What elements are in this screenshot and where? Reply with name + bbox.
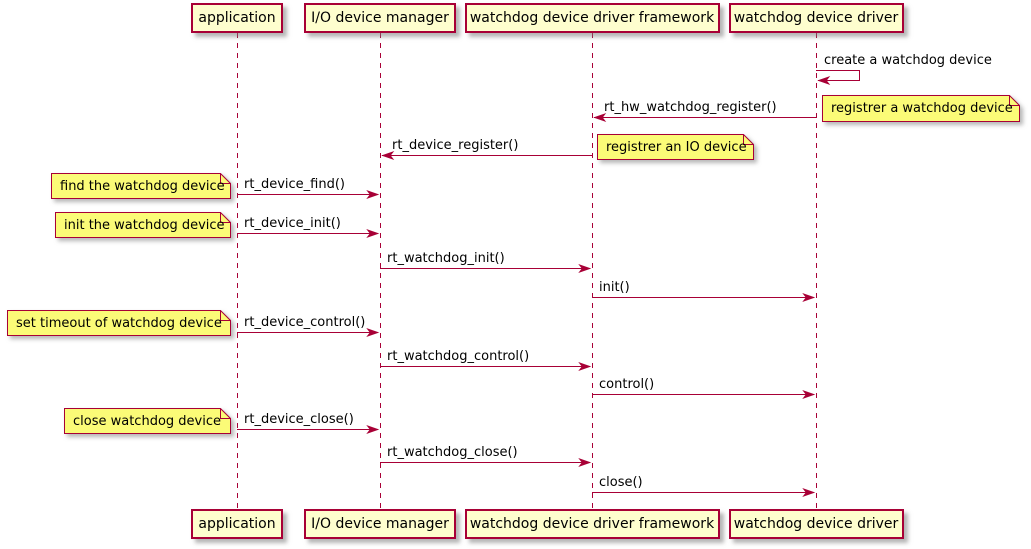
participant-bottom-i-o-device-manager: I/O device manager [304,509,456,539]
message-label: init() [599,280,630,295]
arrowhead-icon [366,190,380,199]
note-text: find the watchdog device [60,178,225,194]
participant-top-i-o-device-manager: I/O device manager [304,3,456,33]
note-text: registrer a watchdog device [831,101,1013,116]
note-text: registrer an IO device [606,139,747,155]
message-label: rt_watchdog_close() [387,445,518,460]
note-text: close watchdog device [73,413,221,429]
message-label: control() [599,377,655,392]
message-label: rt_device_control() [244,315,366,330]
lifeline-watchdog-device-driver [815,33,817,510]
arrowhead-icon [593,113,607,122]
lifeline-watchdog-device-driver-framework [591,33,593,510]
message-line [592,492,814,493]
participant-top-watchdog-device-driver-framework: watchdog device driver framework [464,3,720,33]
participant-bottom-watchdog-device-driver-framework: watchdog device driver framework [464,509,720,539]
arrowhead-icon [366,328,380,337]
lifeline-application [236,33,238,510]
message-line [592,394,814,395]
message-label: create a watchdog device [824,53,992,68]
message-line [592,297,814,298]
message-label: rt_watchdog_init() [387,251,505,266]
arrowhead-icon [802,293,816,302]
note: init the watchdog device [55,212,231,238]
lifeline-i-o-device-manager [379,33,381,510]
arrowhead-icon [381,151,395,160]
message-line [237,429,378,430]
message-line [237,233,378,234]
message-line [380,366,590,367]
message-line [382,155,592,156]
arrowhead-icon [817,76,831,85]
arrowhead-icon [578,458,592,467]
message-label: rt_device_register() [392,138,519,153]
message-label: close() [599,475,643,490]
note: find the watchdog device [51,173,231,199]
self-message-line [818,80,860,81]
participant-bottom-watchdog-device-driver: watchdog device driver [728,509,904,539]
message-line [237,332,378,333]
message-label: rt_watchdog_control() [387,349,530,364]
arrowhead-icon [578,264,592,273]
self-message-line [859,70,860,81]
message-label: rt_hw_watchdog_register() [604,100,777,115]
message-label: rt_device_find() [244,177,345,192]
arrowhead-icon [802,488,816,497]
arrowhead-icon [366,425,380,434]
arrowhead-icon [802,390,816,399]
participant-top-watchdog-device-driver: watchdog device driver [728,3,904,33]
note: registrer a watchdog device [822,95,1020,122]
self-message-line [816,70,860,71]
note: set timeout of watchdog device [7,310,231,336]
message-line [594,117,816,118]
note-text: set timeout of watchdog device [16,315,222,331]
arrowhead-icon [366,229,380,238]
message-label: rt_device_init() [244,216,341,231]
message-line [380,268,590,269]
message-line [380,462,590,463]
participant-bottom-application: application [191,509,283,539]
message-line [237,194,378,195]
message-label: rt_device_close() [244,412,354,427]
participant-top-application: application [191,3,283,33]
note: registrer an IO device [597,134,754,160]
note: close watchdog device [64,408,231,434]
arrowhead-icon [578,362,592,371]
note-text: init the watchdog device [64,217,225,233]
